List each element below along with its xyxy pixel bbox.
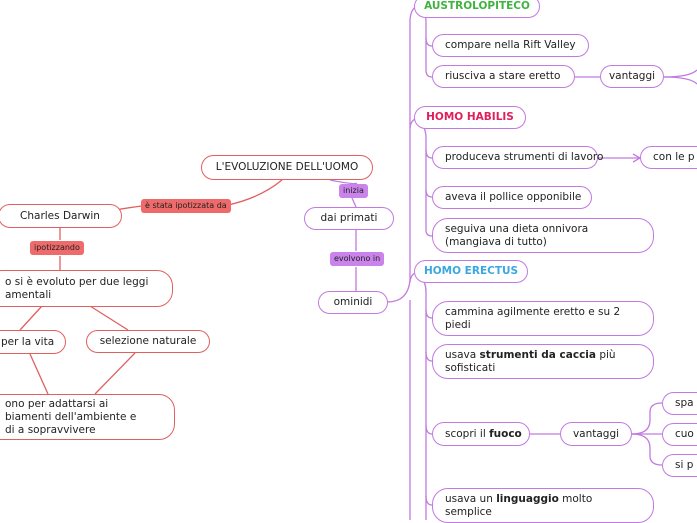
habilis-title: HOMO HABILIS	[426, 111, 514, 123]
lang-bold: linguaggio	[496, 492, 559, 505]
link-hypothesizing: ipotizzando	[30, 241, 84, 255]
hunt-line1: usava strumenti da caccia più	[445, 349, 616, 362]
adv1-label: spa	[675, 397, 694, 409]
hunt-post: più	[595, 348, 616, 361]
hominids-label: ominidi	[333, 296, 373, 308]
node-homo-habilis[interactable]: HOMO HABILIS	[414, 106, 526, 129]
adv2-label: cuo	[675, 428, 694, 440]
fire-bold: fuoco	[489, 427, 522, 440]
two-laws-line1: o si è evoluto per due leggi	[5, 275, 149, 288]
hunt-bold: strumenti da caccia	[479, 348, 596, 361]
lang-line1: usava un linguaggio molto	[445, 493, 592, 506]
adaptation-line1: ono per adattarsi ai	[5, 397, 109, 410]
lang-pre: usava un	[445, 492, 497, 505]
node-primates[interactable]: dai primati	[304, 207, 394, 230]
node-fight-for-life[interactable]: per la vita	[0, 330, 66, 354]
link-evolve-into: evolvono in	[330, 252, 385, 266]
node-natural-selection[interactable]: selezione naturale	[86, 330, 210, 353]
fire-pre: scopri il	[445, 427, 490, 440]
node-hominids[interactable]: ominidi	[318, 291, 388, 314]
hunt-line2: sofisticati	[445, 361, 496, 374]
node-homo-erectus[interactable]: HOMO ERECTUS	[414, 260, 528, 283]
link-starts: inizia	[339, 184, 368, 198]
erectus-advantages-label: vantaggi	[572, 427, 620, 440]
node-advantage-1[interactable]: spa	[662, 392, 697, 415]
node-austro-advantages[interactable]: vantaggi	[600, 65, 664, 88]
node-walks-upright[interactable]: cammina agilmente eretto e su 2 piedi	[432, 301, 654, 336]
node-opposable-thumb[interactable]: aveva il pollice opponibile	[432, 186, 592, 209]
root-label: L'EVOLUZIONE DELL'UOMO	[215, 161, 359, 173]
node-stood-upright[interactable]: riusciva a stare eretto	[432, 65, 575, 88]
diet-line1: seguiva una dieta onnivora	[445, 222, 589, 235]
adv3-label: si p	[675, 459, 694, 471]
austro-advantages-label: vantaggi	[608, 70, 656, 82]
austro-title: AUSTROLOPITECO	[424, 0, 530, 12]
walk-line1: cammina agilmente eretto e su 2	[445, 305, 621, 318]
walk-line2: piedi	[445, 318, 471, 331]
node-two-laws[interactable]: o si è evoluto per due leggi amentali	[0, 270, 173, 307]
node-with-the[interactable]: con le p	[640, 146, 697, 169]
hunt-pre: usava	[445, 348, 480, 361]
upright-label: riusciva a stare eretto	[445, 70, 561, 82]
with-label: con le p	[653, 151, 695, 163]
primates-label: dai primati	[320, 212, 378, 224]
node-simple-language[interactable]: usava un linguaggio molto semplice	[432, 488, 654, 523]
node-rift-valley[interactable]: compare nella Rift Valley	[432, 34, 589, 57]
node-erectus-advantages[interactable]: vantaggi	[560, 422, 632, 446]
node-austrolopiteco[interactable]: AUSTROLOPITECO	[414, 0, 540, 18]
link-hypothesized-by: è stata ipotizzata da	[141, 199, 231, 213]
thumb-label: aveva il pollice opponibile	[445, 191, 582, 203]
fight-label: per la vita	[1, 335, 55, 348]
lang-line2: semplice	[445, 505, 492, 518]
node-discovered-fire[interactable]: scopri il fuoco	[432, 422, 530, 446]
node-hunting-tools[interactable]: usava strumenti da caccia più sofisticat…	[432, 344, 654, 379]
node-advantage-3[interactable]: si p	[662, 454, 697, 477]
diet-line2: (mangiava di tutto)	[445, 235, 547, 248]
node-omnivore-diet[interactable]: seguiva una dieta onnivora (mangiava di …	[432, 218, 654, 253]
erectus-title: HOMO ERECTUS	[423, 265, 519, 277]
darwin-label: Charles Darwin	[20, 209, 100, 222]
adaptation-line3: di a sopravvivere	[5, 423, 96, 436]
root-node[interactable]: L'EVOLUZIONE DELL'UOMO	[201, 155, 373, 180]
node-advantage-2[interactable]: cuo	[662, 423, 697, 446]
node-charles-darwin[interactable]: Charles Darwin	[0, 204, 122, 228]
adaptation-line2: biamenti dell'ambiente e	[5, 410, 137, 423]
tools-label: produceva strumenti di lavoro	[445, 151, 604, 163]
two-laws-line2: amentali	[5, 288, 52, 301]
node-adaptation[interactable]: ono per adattarsi ai biamenti dell'ambie…	[0, 394, 175, 440]
selection-label: selezione naturale	[99, 335, 197, 347]
lang-post: molto	[558, 492, 593, 505]
fire-label: scopri il fuoco	[445, 428, 522, 441]
rift-label: compare nella Rift Valley	[445, 39, 576, 51]
node-work-tools[interactable]: produceva strumenti di lavoro	[432, 146, 603, 169]
